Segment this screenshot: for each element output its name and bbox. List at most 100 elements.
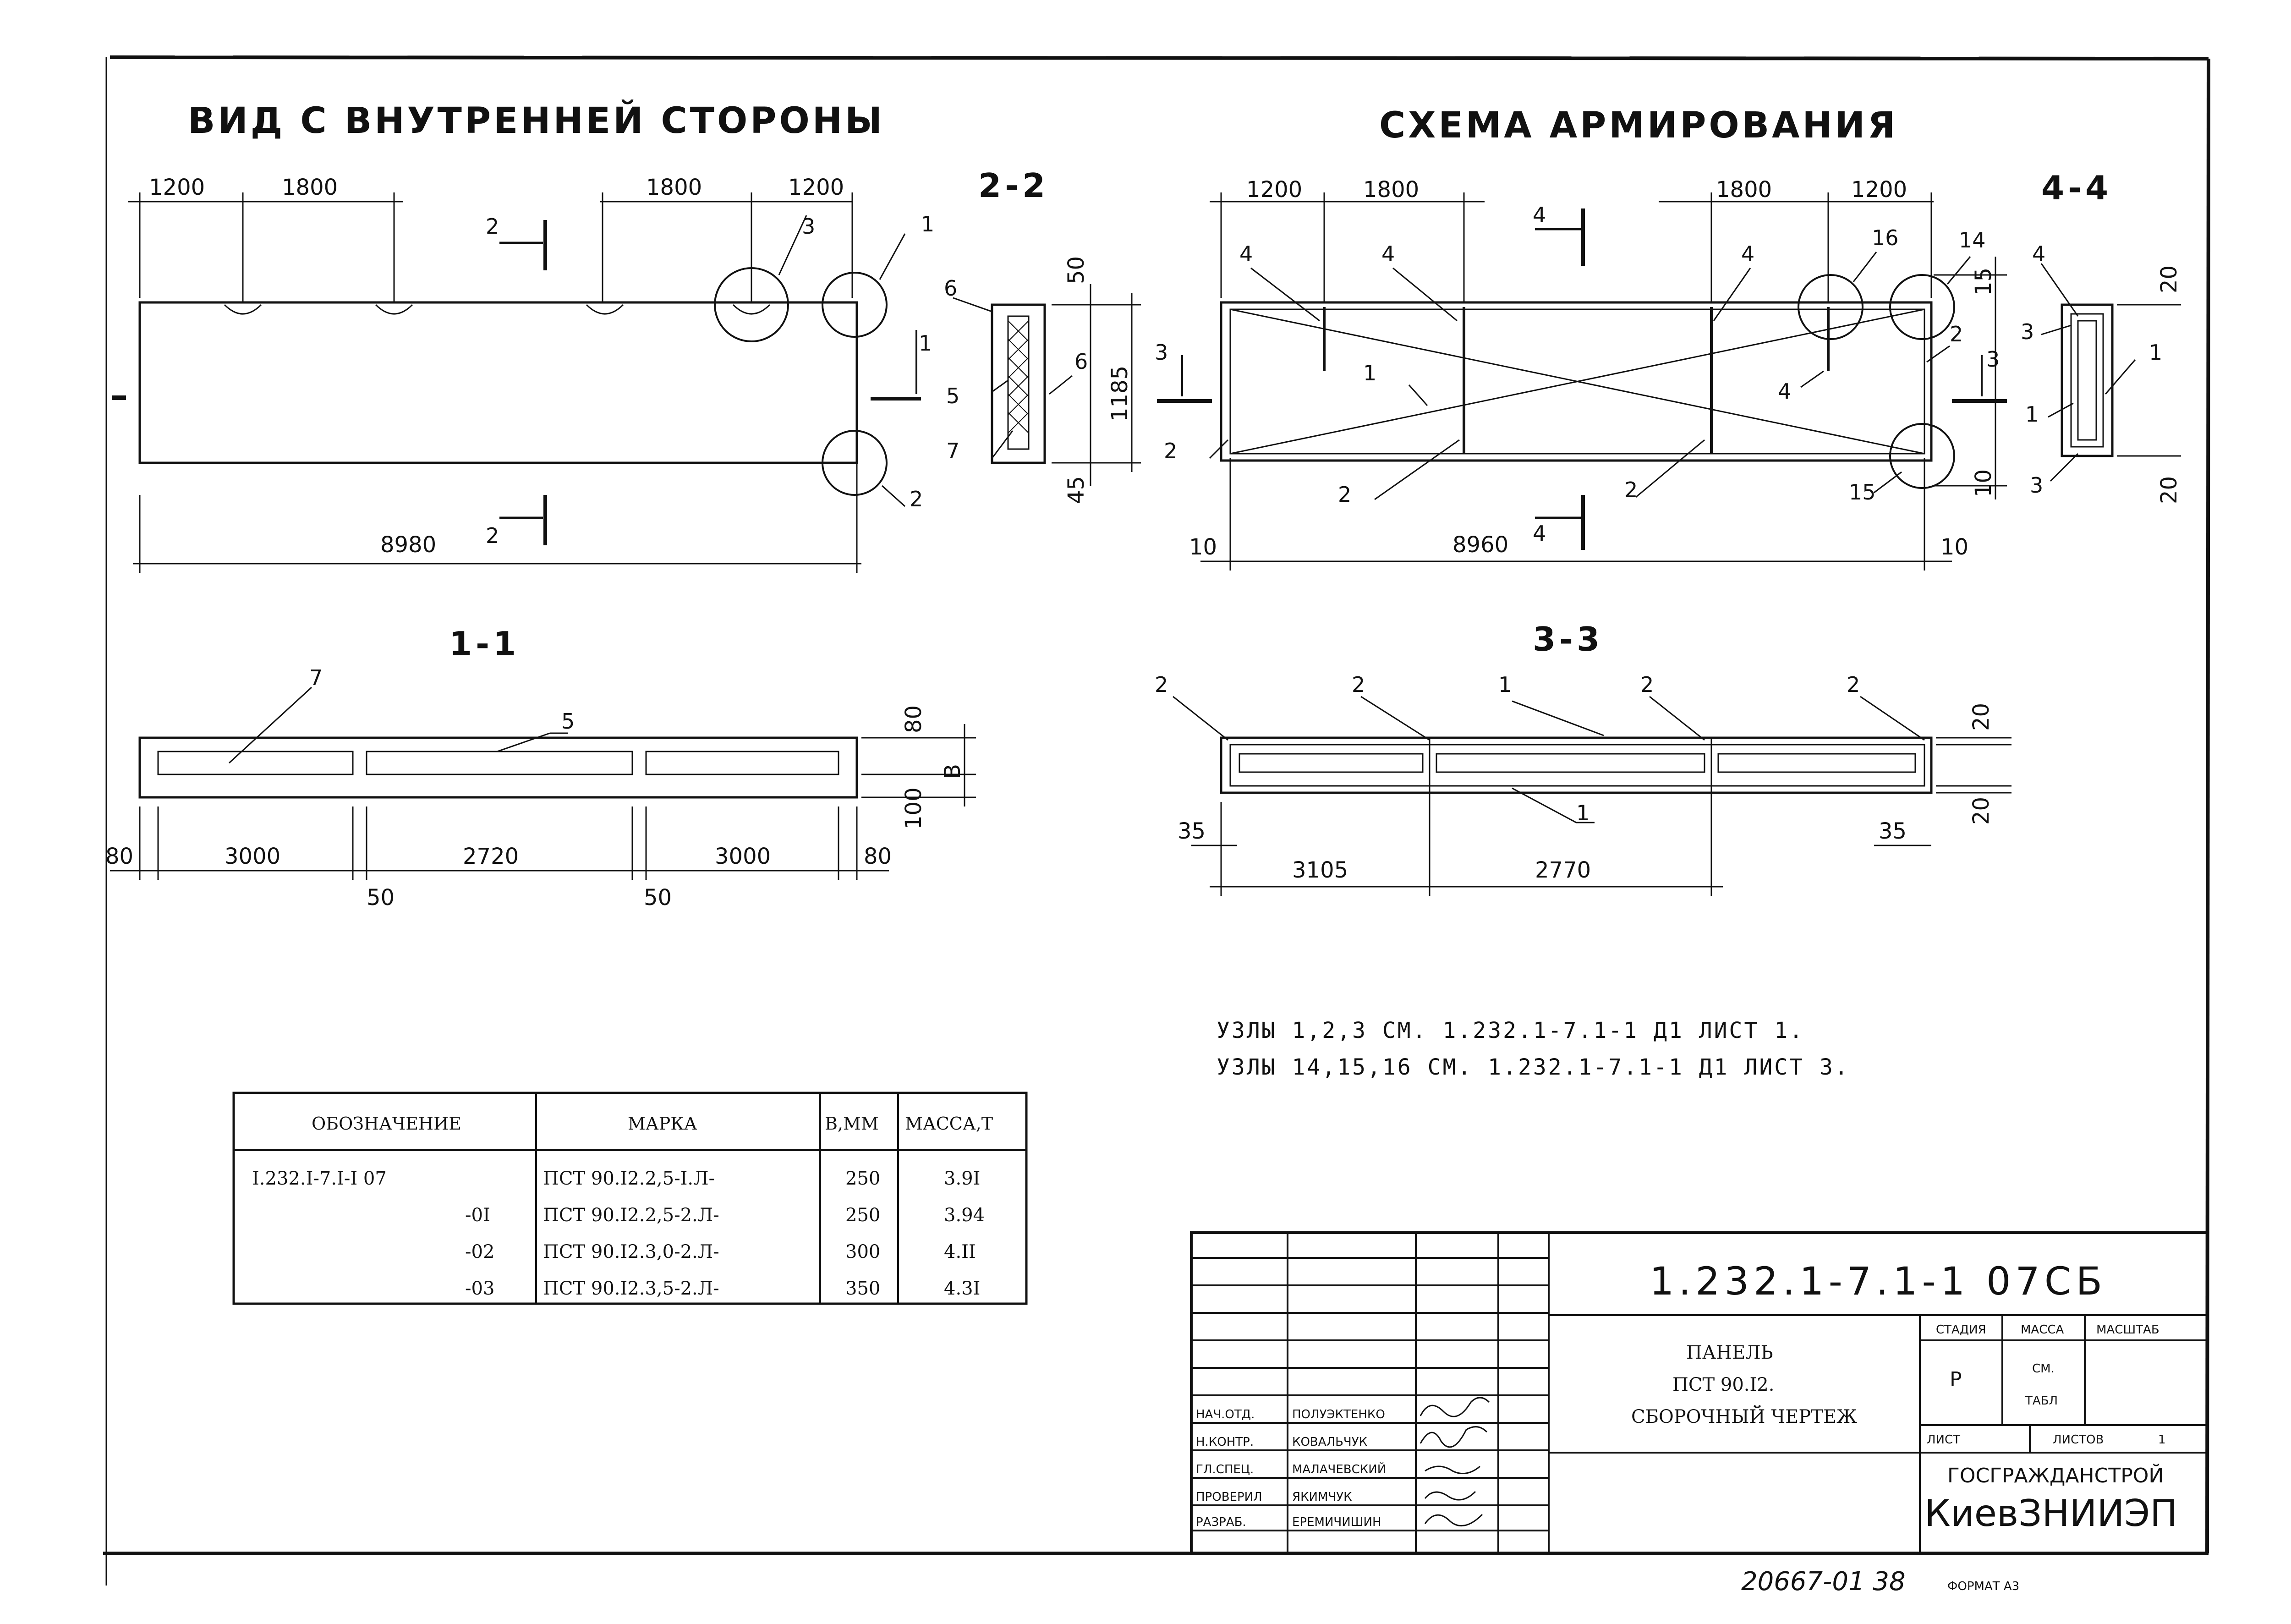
dim-label: 3105	[1292, 857, 1348, 883]
pos-label: 2	[1640, 672, 1654, 697]
section-3-3-drawing	[1173, 696, 2011, 896]
section-3-3-labels: 2 2 1 2 2 1 20 20 35 35 3105 2770	[1155, 672, 1994, 883]
person-name: ЯКИМЧУК	[1292, 1490, 1352, 1504]
drawing-name-line: ПАНЕЛЬ	[1686, 1342, 1773, 1363]
pos-label: 4	[1778, 379, 1791, 404]
dim-label: 1800	[646, 175, 702, 200]
table-cell: I.232.I-7.I-I 07	[252, 1168, 387, 1189]
cut-label: 3	[1986, 347, 2000, 372]
section-2-2-labels: 6 5 7 6 50 1185 45	[944, 256, 1133, 504]
dim-label: 80	[105, 844, 133, 869]
role-label: ПРОВЕРИЛ	[1196, 1490, 1262, 1504]
section-1-1-labels: 7 5 80 В 100 80 3000 2720 3000 80 50 50	[105, 665, 965, 911]
table-header: ОБОЗНАЧЕНИЕ	[312, 1114, 461, 1134]
dim-label: 1200	[149, 175, 205, 200]
pos-label: 2	[1950, 322, 1963, 346]
organization-ministry: ГОСГРАЖДАНСТРОЙ	[1947, 1463, 2164, 1487]
dim-label: 80	[864, 844, 892, 869]
person-name: ПОЛУЭКТЕНКО	[1292, 1408, 1385, 1421]
pos-label: 1	[1363, 361, 1376, 385]
table-cell: ПСТ 90.I2.3,0-2.Л-	[543, 1241, 719, 1262]
table-cell: ПСТ 90.I2.2,5-I.Л-	[543, 1168, 715, 1189]
pos-label: 3	[2030, 473, 2043, 498]
table-cell: 300	[845, 1241, 880, 1262]
pos-label: 2	[1352, 672, 1365, 697]
dim-label: 1800	[282, 175, 338, 200]
dim-label: 20	[1968, 703, 1994, 731]
dim-label: 80	[901, 705, 926, 733]
pos-label: 16	[1872, 225, 1899, 250]
section-1-1-title: 1-1	[449, 625, 520, 663]
node-label: 3	[802, 214, 815, 239]
pos-label: 2	[1847, 672, 1860, 697]
cut-label: 2	[486, 214, 499, 239]
pos-label: 14	[1959, 228, 1986, 252]
pos-label: 15	[1849, 480, 1876, 505]
table-cell: ПСТ 90.I2.2,5-2.Л-	[543, 1205, 719, 1226]
table-cell: 350	[845, 1278, 880, 1299]
cut-label: 3	[1155, 340, 1168, 365]
role-label: Н.КОНТР.	[1196, 1435, 1254, 1449]
sheets-count: 1	[2158, 1433, 2166, 1447]
table-header: МАССА,Т	[905, 1114, 993, 1134]
cut-label: 4	[1533, 203, 1546, 227]
pos-label: 7	[946, 439, 959, 463]
person-name: КОВАЛЬЧУК	[1292, 1435, 1367, 1449]
section-4-4-labels: 4 3 1 1 3 20 20	[2021, 241, 2182, 504]
role-label: НАЧ.ОТД.	[1196, 1408, 1255, 1421]
title-inner-view: ВИД С ВНУТРЕННЕЙ СТОРОНЫ	[188, 99, 885, 142]
table-cell: -03	[465, 1278, 494, 1299]
mass-value: СМ.	[2032, 1362, 2055, 1376]
pos-label: 1	[2149, 340, 2162, 365]
pos-label: 1	[2025, 402, 2039, 427]
section-2-2-title: 2-2	[978, 166, 1049, 205]
pos-label: 2	[1155, 672, 1168, 697]
scale-header: МАСШТАБ	[2096, 1323, 2159, 1337]
reinforcement-scheme-labels: 1200 1800 1800 1200 8960 10 10 15 10 4 4…	[1155, 177, 2000, 560]
pos-label: 5	[946, 384, 959, 408]
mass-header: МАССА	[2021, 1323, 2064, 1337]
dim-label: 20	[2156, 265, 2182, 293]
section-2-2-drawing	[953, 284, 1141, 486]
dim-label: 1200	[788, 175, 844, 200]
dim-label: 100	[901, 787, 926, 829]
dim-label: 10	[1971, 469, 1996, 497]
dim-label: 15	[1971, 268, 1996, 296]
section-4-4-drawing	[2040, 263, 2181, 482]
person-name: МАЛАЧЕВСКИЙ	[1292, 1462, 1386, 1476]
section-3-3-title: 3-3	[1533, 620, 1603, 658]
pos-label: 4	[1741, 241, 1754, 266]
dim-label: 3000	[225, 844, 280, 869]
pos-label: 7	[309, 665, 323, 690]
title-block-text: 1.232.1-7.1-1 07СБ ПАНЕЛЬ ПСТ 90.I2. СБО…	[1196, 1259, 2177, 1535]
pos-label: 4	[2032, 241, 2045, 266]
dim-label: 35	[1879, 818, 1907, 844]
dim-label: 1200	[1246, 177, 1302, 203]
dim-label: 3000	[715, 844, 771, 869]
pos-label: 6	[1074, 349, 1088, 374]
spec-table-text: ОБОЗНАЧЕНИЕ МАРКА В,ММ МАССА,Т I.232.I-7…	[252, 1114, 993, 1299]
table-cell: -02	[465, 1241, 494, 1262]
role-label: РАЗРАБ.	[1196, 1515, 1246, 1529]
dim-label: 1800	[1716, 177, 1772, 203]
cut-label: 4	[1533, 521, 1546, 546]
dim-label: В	[940, 764, 965, 779]
node-label: 1	[921, 212, 934, 236]
pos-label: 4	[1381, 241, 1395, 266]
dim-label: 2720	[463, 844, 519, 869]
dim-label: 1800	[1363, 177, 1419, 203]
archive-number: 20667-01 38	[1741, 1567, 1906, 1597]
table-cell: ПСТ 90.I2.3,5-2.Л-	[543, 1278, 719, 1299]
title-block-grid	[1190, 1231, 2209, 1555]
section-4-4-title: 4-4	[2041, 169, 2112, 207]
stage-header: СТАДИЯ	[1936, 1323, 1986, 1337]
dim-label: 50	[367, 885, 395, 911]
sheet-label: ЛИСТ	[1927, 1433, 1960, 1447]
drawing-name-line: СБОРОЧНЫЙ ЧЕРТЕЖ	[1631, 1405, 1857, 1427]
dim-label: 1185	[1107, 366, 1133, 422]
role-label: ГЛ.СПЕЦ.	[1196, 1463, 1254, 1476]
drawing-name-line: ПСТ 90.I2.	[1672, 1374, 1774, 1395]
stage-value: Р	[1950, 1368, 1962, 1391]
node-label: 2	[910, 487, 923, 511]
